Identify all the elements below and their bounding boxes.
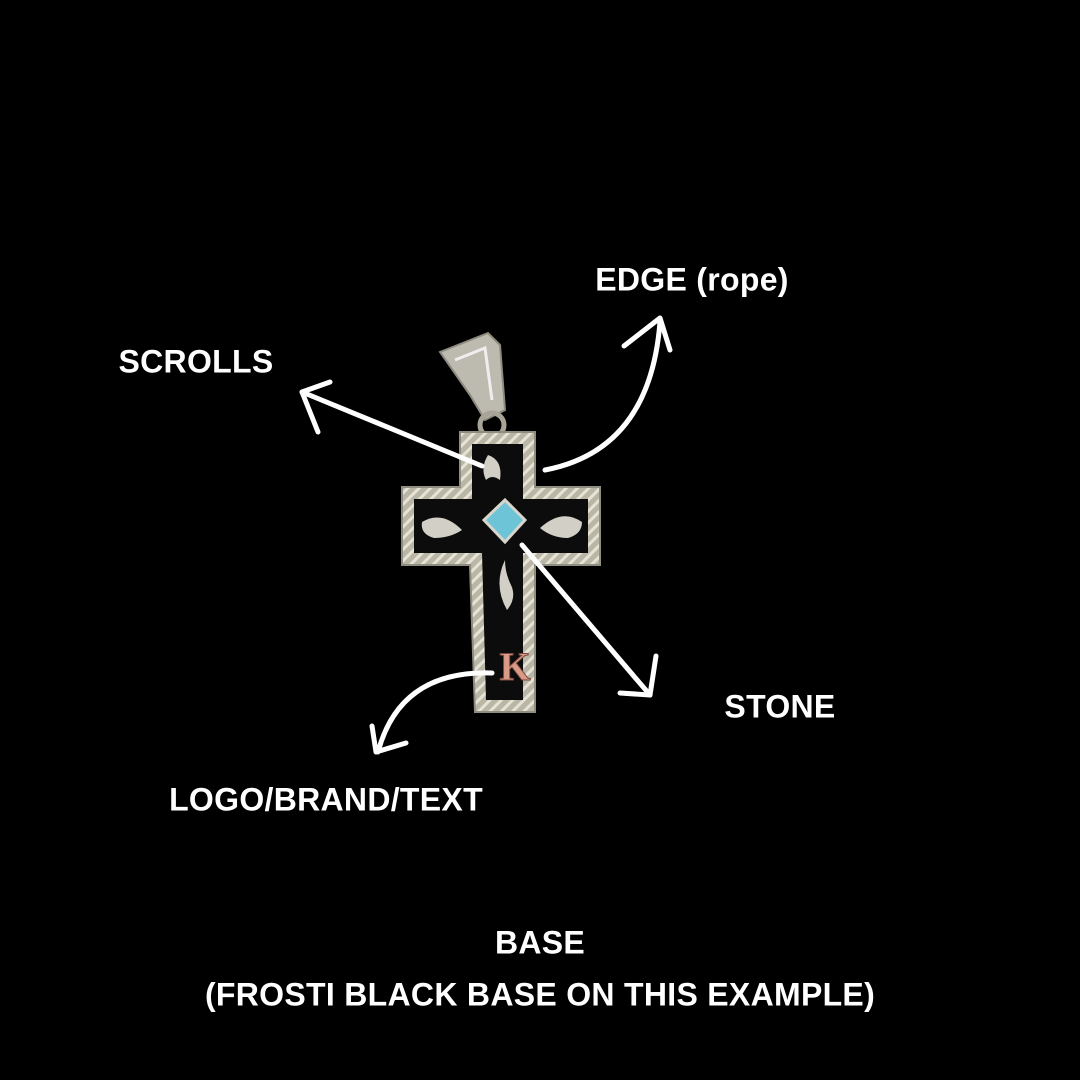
scrolls-label: SCROLLS [118, 343, 274, 380]
base-title: BASE [494, 924, 586, 961]
stone-label: STONE [724, 688, 836, 725]
turquoise-stone [481, 497, 528, 545]
scrolls [421, 455, 582, 610]
base-note: (FROSTI BLACK BASE ON THIS EXAMPLE) [204, 976, 876, 1013]
initial-letter: K [499, 644, 530, 689]
logo-label: LOGO/BRAND/TEXT [169, 781, 483, 818]
scrolls-arrow [299, 379, 485, 469]
cross-pendant: K [401, 431, 601, 713]
bail [438, 331, 507, 440]
stone-arrow [519, 542, 659, 698]
logo-arrow [369, 670, 495, 755]
edge-label: EDGE (rope) [595, 261, 789, 298]
edge-arrow [542, 315, 673, 473]
